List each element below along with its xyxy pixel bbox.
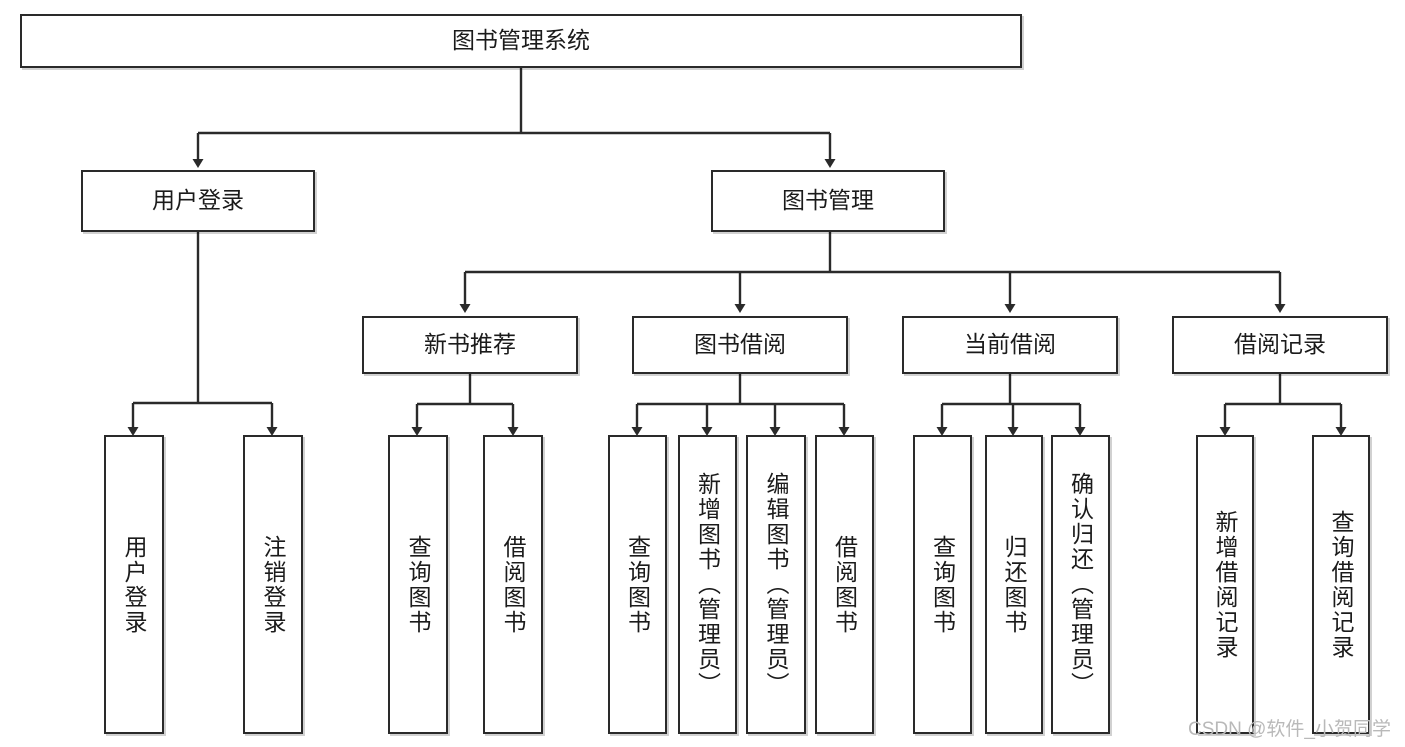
node-current-borrow[interactable]: 当前借阅 [902,316,1118,374]
node-leaf-confirm-return[interactable]: 确认归还（管理员） [1051,435,1110,734]
watermark: CSDN @软件_小贺同学 [1188,719,1391,740]
node-leaf-logout[interactable]: 注销登录 [243,435,303,734]
node-leaf-query-book-2-label: 查询图书 [624,534,651,635]
node-leaf-borrow-book-2[interactable]: 借阅图书 [815,435,874,734]
node-leaf-query-record[interactable]: 查询借阅记录 [1312,435,1370,734]
node-leaf-return-book[interactable]: 归还图书 [985,435,1043,734]
node-leaf-query-book-3-label: 查询图书 [929,534,956,635]
node-leaf-query-book-1-label: 查询图书 [405,534,432,635]
node-leaf-logout-label: 注销登录 [260,534,287,635]
node-leaf-borrow-book-2-label: 借阅图书 [831,534,858,635]
node-leaf-query-book-2[interactable]: 查询图书 [608,435,667,734]
node-leaf-edit-book[interactable]: 编辑图书（管理员） [746,435,806,734]
node-new-book-rec-label: 新书推荐 [424,331,516,358]
node-leaf-user-login-label: 用户登录 [121,534,148,635]
node-leaf-add-book-label: 新增图书（管理员） [694,472,721,697]
node-root-label: 图书管理系统 [452,27,590,54]
node-leaf-borrow-book-1[interactable]: 借阅图书 [483,435,543,734]
node-book-manage[interactable]: 图书管理 [711,170,945,232]
node-leaf-add-record-label: 新增借阅记录 [1212,509,1239,660]
node-borrow-record-label: 借阅记录 [1234,331,1326,358]
node-leaf-confirm-return-label: 确认归还（管理员） [1067,472,1094,697]
node-borrow-record[interactable]: 借阅记录 [1172,316,1388,374]
node-leaf-edit-book-label: 编辑图书（管理员） [763,472,790,697]
node-leaf-borrow-book-1-label: 借阅图书 [500,534,527,635]
node-root[interactable]: 图书管理系统 [20,14,1022,68]
node-user-login-label: 用户登录 [152,187,244,214]
node-book-borrow[interactable]: 图书借阅 [632,316,848,374]
node-leaf-query-record-label: 查询借阅记录 [1328,509,1355,660]
node-user-login[interactable]: 用户登录 [81,170,315,232]
node-book-manage-label: 图书管理 [782,187,874,214]
node-leaf-user-login[interactable]: 用户登录 [104,435,164,734]
node-leaf-query-book-3[interactable]: 查询图书 [913,435,972,734]
node-current-borrow-label: 当前借阅 [964,331,1056,358]
node-book-borrow-label: 图书借阅 [694,331,786,358]
node-leaf-add-record[interactable]: 新增借阅记录 [1196,435,1254,734]
node-leaf-query-book-1[interactable]: 查询图书 [388,435,448,734]
node-new-book-rec[interactable]: 新书推荐 [362,316,578,374]
node-leaf-add-book[interactable]: 新增图书（管理员） [678,435,737,734]
node-leaf-return-book-label: 归还图书 [1001,534,1028,635]
